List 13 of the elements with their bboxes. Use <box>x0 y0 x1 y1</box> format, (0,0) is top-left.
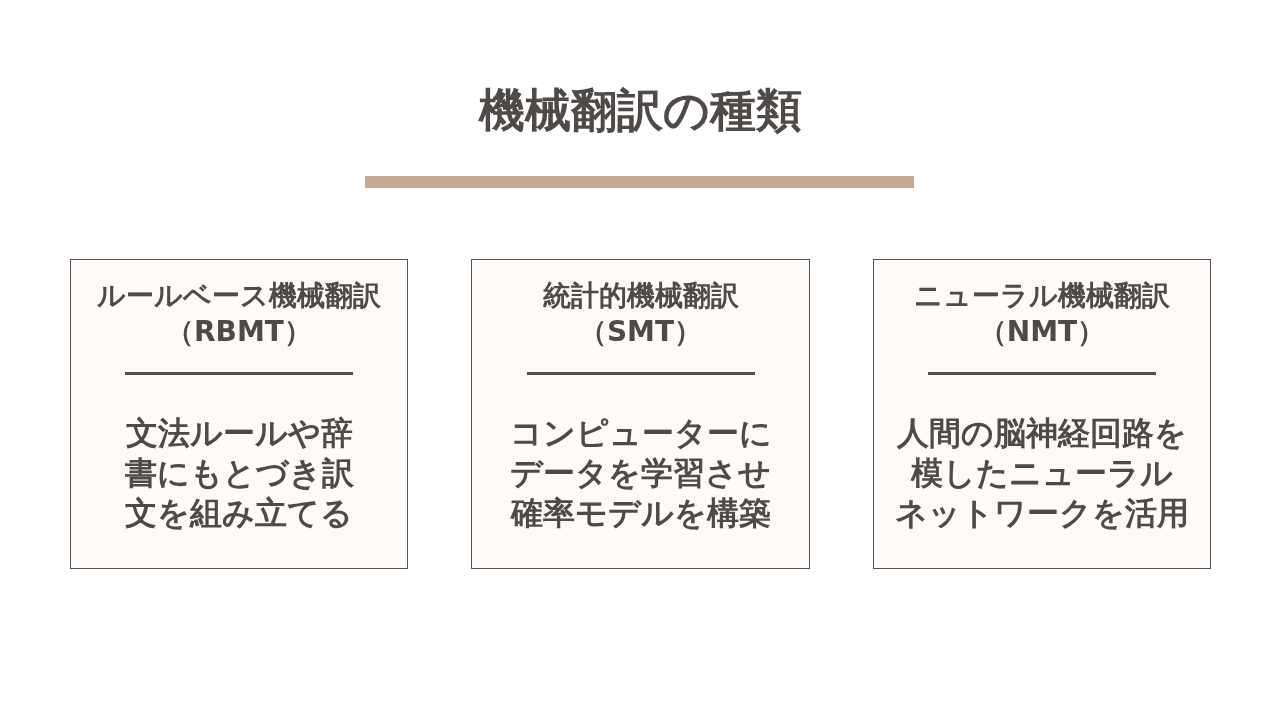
card-description: 文法ルールや辞書にもとづき訳文を組み立てる <box>123 413 355 533</box>
card-heading: ニューラル機械翻訳 <box>914 278 1170 314</box>
card-subheading: （RBMT） <box>166 314 312 350</box>
card-description: コンピューターにデータを学習させ確率モデルを構築 <box>508 413 773 533</box>
card-heading: ルールベース機械翻訳 <box>97 278 381 314</box>
category-card <box>873 259 1211 569</box>
card-description: 人間の脳神経回路を模したニューラルネットワークを活用 <box>894 413 1190 533</box>
slide-title: 機械翻訳の種類 <box>478 82 802 139</box>
category-card <box>471 259 810 569</box>
card-subheading: （SMT） <box>578 314 703 350</box>
category-card <box>70 259 408 569</box>
card-heading: 統計的機械翻訳 <box>542 278 739 314</box>
card-subheading: （NMT） <box>978 314 1106 350</box>
